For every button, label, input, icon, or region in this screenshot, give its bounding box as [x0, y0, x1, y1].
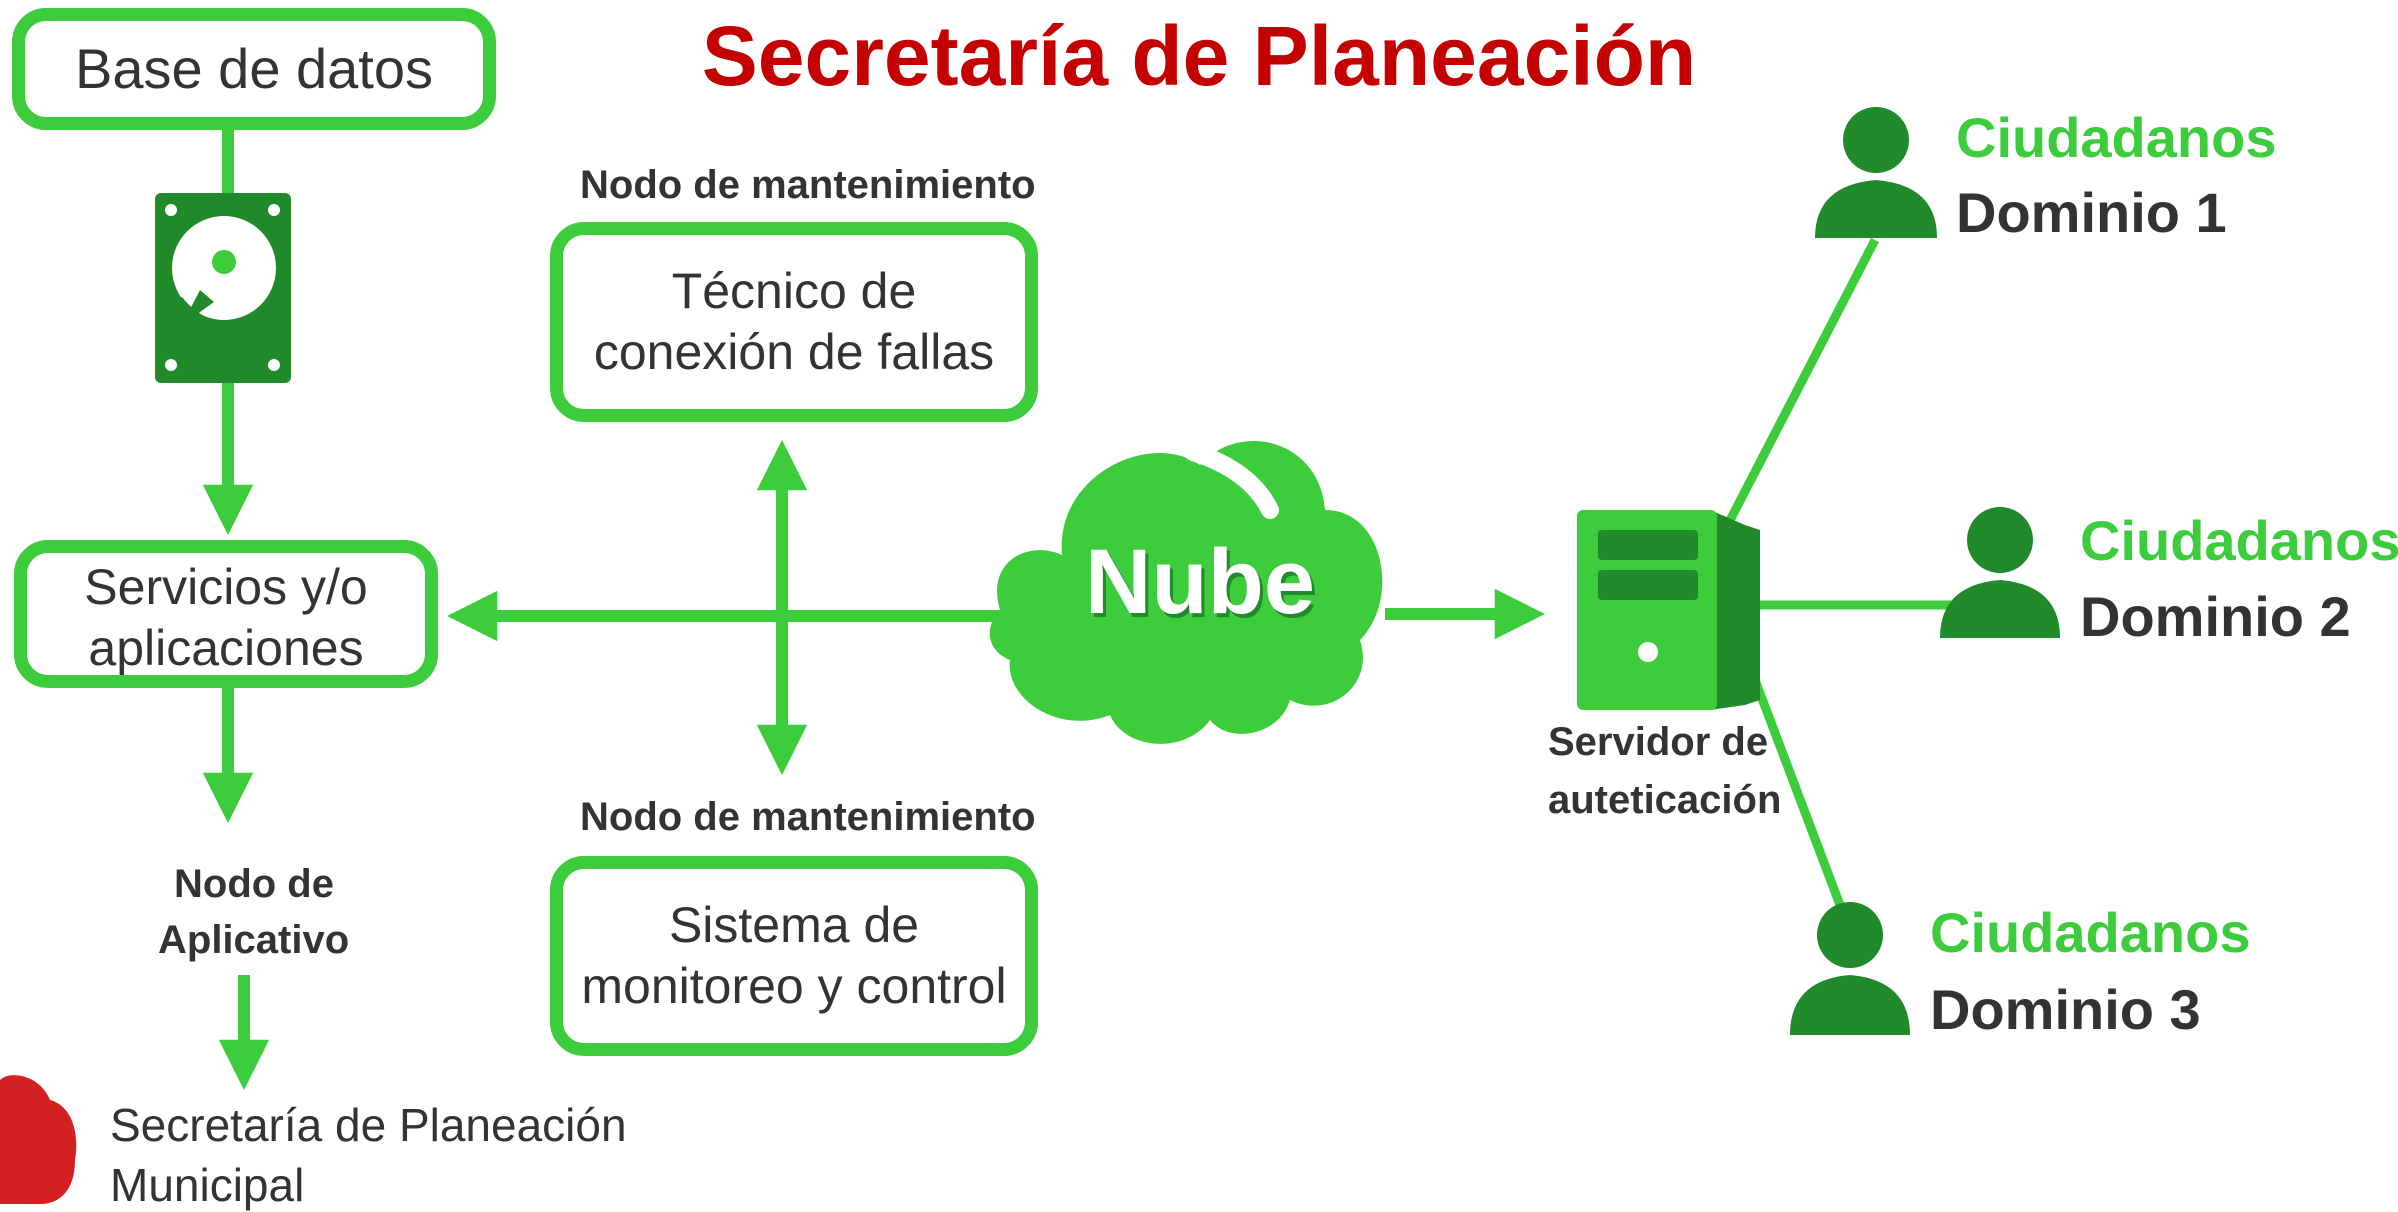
- app-node-label-line2: Aplicativo: [158, 918, 350, 962]
- user-icon: [1790, 902, 1910, 1035]
- server-icon: [1577, 510, 1760, 710]
- user2-domain-label: Dominio 2: [2080, 585, 2351, 648]
- maintenance-node-label-bottom: Nodo de mantenimiento: [580, 795, 1036, 839]
- user-icon: [1940, 507, 2060, 638]
- user3-group-label: Ciudadanos: [1930, 901, 2251, 964]
- user1-domain-label: Dominio 1: [1956, 181, 2227, 244]
- services-box-line2: aplicaciones: [88, 620, 364, 676]
- cloud-label: Nube: [1085, 531, 1315, 633]
- technician-box-line1: Técnico de: [671, 263, 917, 319]
- server-to-user3-line: [1750, 678, 1845, 907]
- monitoring-box-line2: monitoreo y control: [581, 958, 1007, 1014]
- user3-domain-label: Dominio 3: [1930, 978, 2201, 1041]
- hard-drive-icon: [155, 193, 291, 383]
- server-to-user1-line: [1721, 237, 1879, 533]
- services-box-line1: Servicios y/o: [84, 559, 368, 615]
- technician-box-line2: conexión de fallas: [593, 324, 995, 380]
- server-label-line2: auteticación: [1548, 778, 1782, 822]
- page-title: Secretaría de Planeación: [701, 9, 1697, 103]
- municipal-label-line1: Secretaría de Planeación: [110, 1099, 627, 1151]
- cropped-title-fragment: [0, 0, 2398, 8]
- user2-group-label: Ciudadanos: [2080, 509, 2398, 572]
- cloud-icon: [989, 440, 1383, 744]
- technician-box: Técnico de conexión de fallas: [550, 222, 1038, 422]
- services-box: Servicios y/o aplicaciones: [14, 540, 438, 688]
- database-box: Base de datos: [12, 8, 496, 130]
- user-icon: [1815, 107, 1937, 238]
- database-box-label: Base de datos: [74, 36, 434, 100]
- monitoring-box: Sistema de monitoreo y control: [550, 856, 1038, 1056]
- monitoring-box-line1: Sistema de: [668, 897, 920, 953]
- app-node-label-line1: Nodo de: [174, 862, 334, 906]
- cloud-logo-icon: [0, 1075, 77, 1204]
- municipal-label-line2: Municipal: [110, 1159, 305, 1211]
- maintenance-node-label-top: Nodo de mantenimiento: [580, 163, 1036, 207]
- server-label-line1: Servidor de: [1548, 720, 1769, 764]
- user1-group-label: Ciudadanos: [1956, 106, 2277, 169]
